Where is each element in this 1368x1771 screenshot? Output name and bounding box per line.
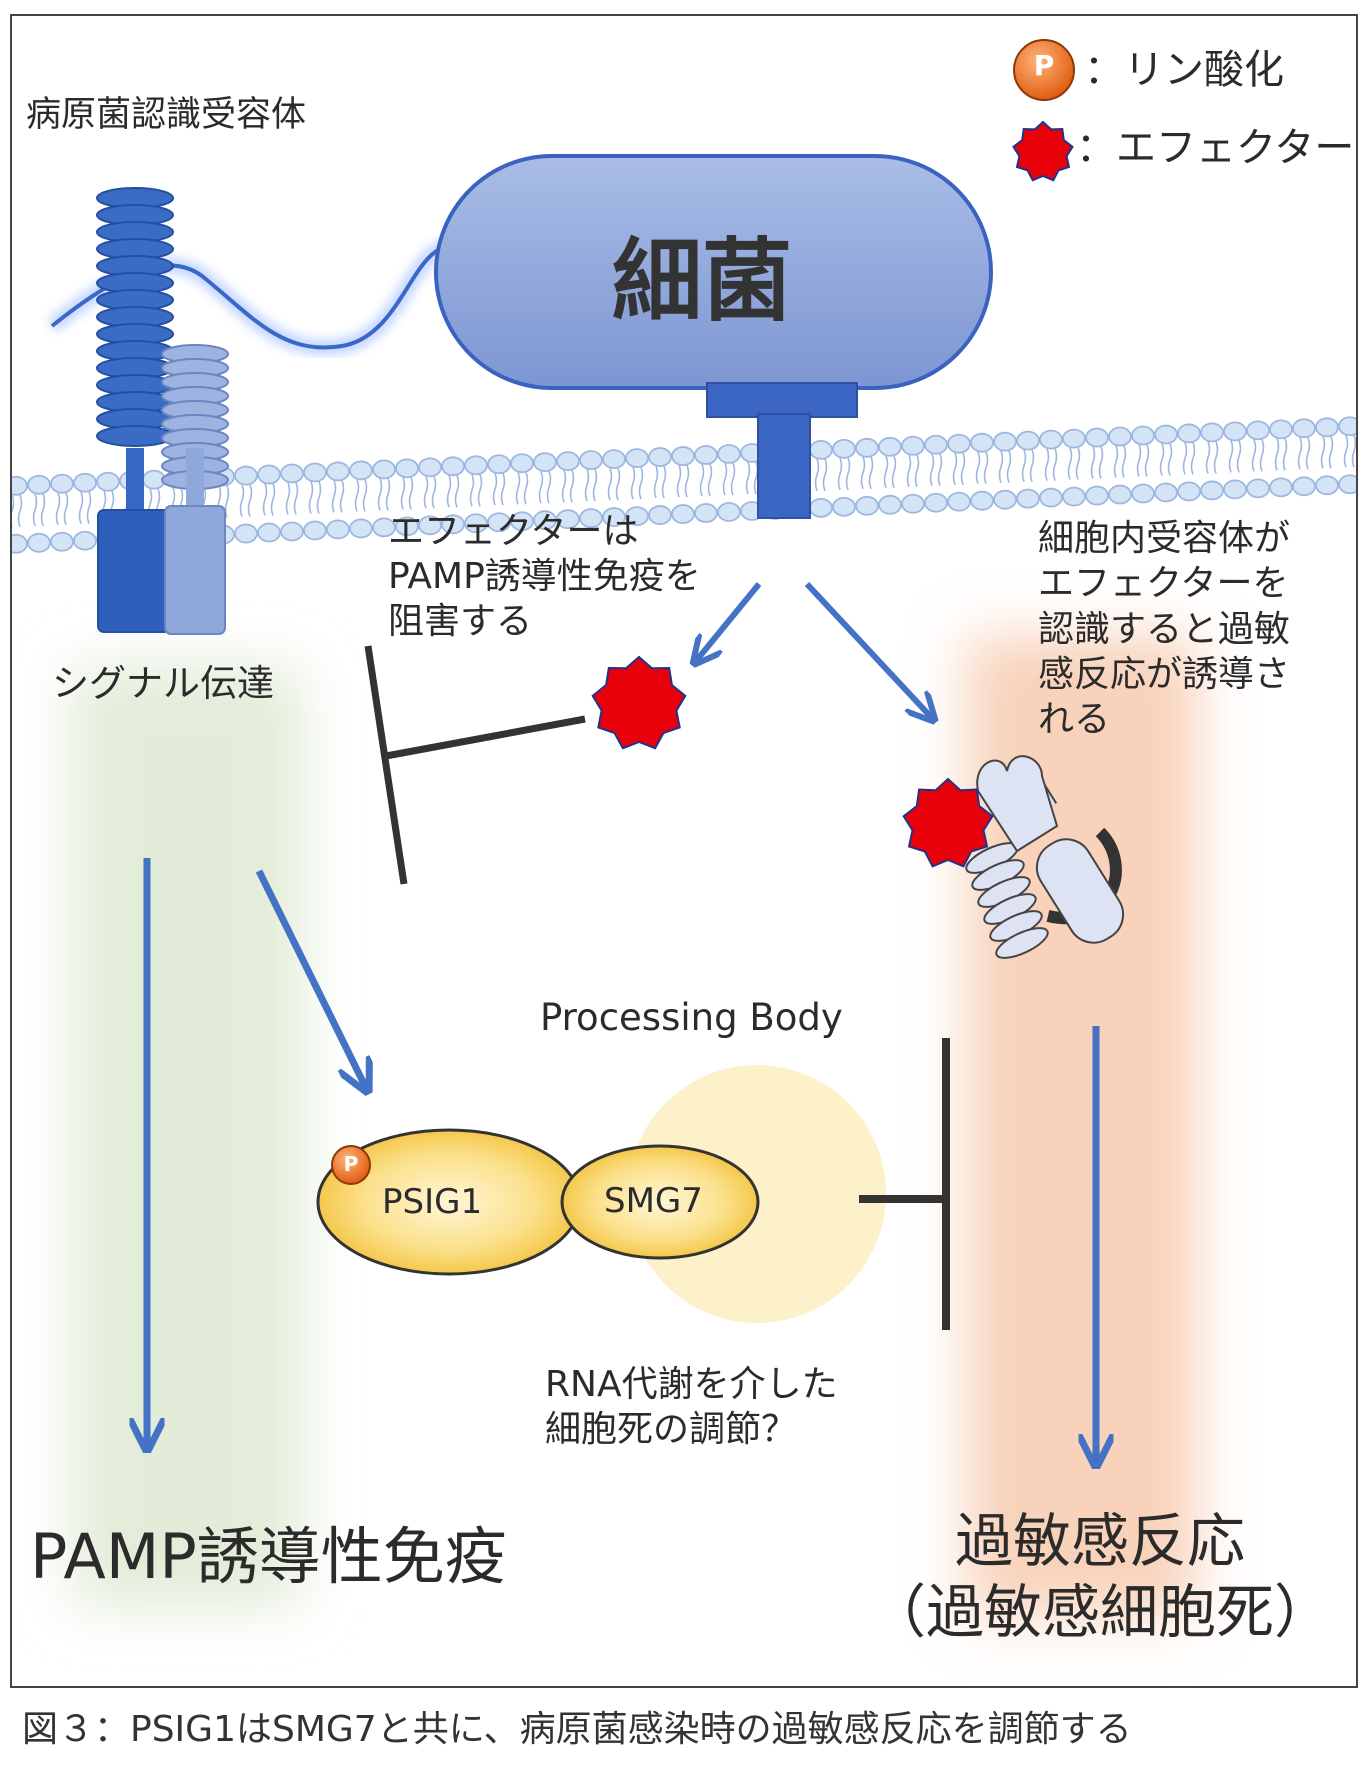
- arrow-effector-to-receptor: [804, 581, 932, 718]
- inhibit-bar-pamp: [364, 645, 408, 885]
- secretion-system-cap: [706, 382, 858, 418]
- bacteria-label: 細菌: [612, 229, 792, 334]
- secretion-system-needle: [757, 413, 811, 519]
- diagram-canvas: [12, 39, 1356, 1616]
- processing-body-label: Processing Body: [540, 996, 843, 1039]
- legend-phospho-label: ：リン酸化: [1084, 47, 1284, 93]
- effector-inhibits-label: エフェクターは PAMP誘導性免疫を 阻害する: [388, 511, 701, 642]
- effector-free: [591, 655, 687, 750]
- smg7-label: SMG7: [604, 1181, 703, 1221]
- legend-phospho-symbol: P: [1033, 49, 1055, 82]
- intracellular-receptor-label: 細胞内受容体が エフェクターを 認識すると過敏 感反応が誘導さ れる: [1038, 518, 1291, 741]
- psig1-phospho-icon: [331, 1145, 371, 1185]
- hypersensitive-label: 過敏感反応 （過敏感細胞死）: [867, 1507, 1332, 1646]
- figure-frame: P ：リン酸化 ：エフェクター 病原菌認識受容体 シグナル伝達 細菌 エフェクタ…: [10, 14, 1358, 1688]
- legend-effector-label: ：エフェクター: [1076, 125, 1355, 171]
- pamp-immunity-label: PAMP誘導性免疫: [30, 1520, 507, 1593]
- arrow-effector-to-cytoplasm: [696, 582, 762, 661]
- arrow-to-psig1: [255, 869, 366, 1088]
- co-receptor: [161, 344, 229, 635]
- figure-caption: 図３：PSIG1はSMG7と共に、病原菌感染時の過敏感反応を調節する: [22, 1709, 1132, 1750]
- signal-label: シグナル伝達: [52, 662, 274, 705]
- smg7-protein: [560, 1144, 760, 1260]
- legend-phospho-icon: [1013, 39, 1075, 101]
- psig1-phospho-symbol: P: [343, 1152, 359, 1176]
- psig1-label: PSIG1: [382, 1182, 483, 1222]
- rna-regulation-label: RNA代謝を介した 細胞死の調節？: [545, 1364, 838, 1450]
- receptor-title: 病原菌認識受容体: [26, 95, 307, 135]
- pamp-zone: [72, 666, 302, 1606]
- inhibit-line-effector: [385, 715, 586, 760]
- legend-effector-icon: [1012, 120, 1074, 182]
- effector-bound: [902, 777, 994, 868]
- pattern-recognition-receptor: [96, 187, 174, 633]
- intracellular-receptor: [965, 755, 1125, 959]
